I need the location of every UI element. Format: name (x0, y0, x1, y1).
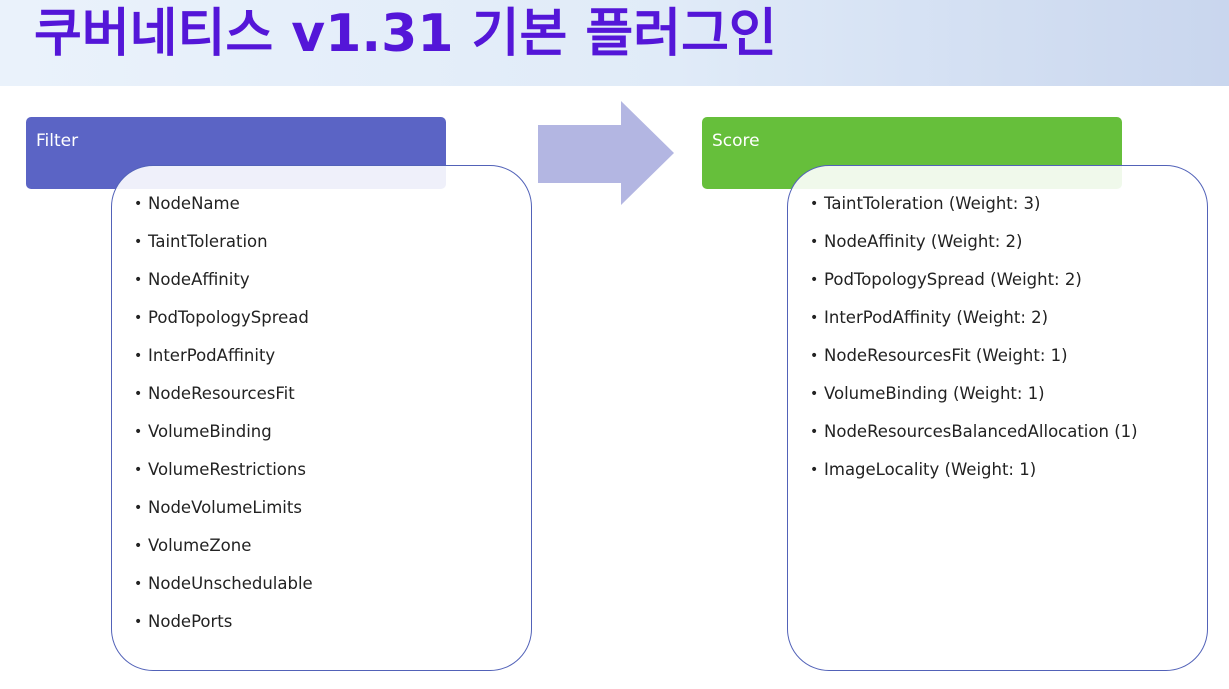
score-list-item: • TaintToleration (Weight: 3) (810, 193, 1138, 231)
bullet-icon: • (134, 424, 143, 440)
bullet-icon: • (134, 576, 143, 592)
filter-list-item: • TaintToleration (134, 231, 313, 269)
bullet-icon: • (134, 196, 143, 212)
score-plugin-list-card: • TaintToleration (Weight: 3) • NodeAffinit… (787, 165, 1208, 671)
score-plugin-name: NodeAffinity (Weight: 2) (824, 232, 1023, 251)
filter-plugin-name: NodeResourcesFit (148, 384, 295, 403)
filter-list-item: • NodeUnschedulable (134, 573, 313, 611)
filter-plugin-list: • NodeName • TaintToleration • NodeAffinity • P… (134, 193, 313, 649)
bullet-icon: • (810, 386, 819, 402)
score-plugin-name: PodTopologySpread (Weight: 2) (824, 270, 1082, 289)
bullet-icon: • (134, 500, 143, 516)
bullet-icon: • (810, 196, 819, 212)
bullet-icon: • (134, 462, 143, 478)
filter-plugin-name: InterPodAffinity (148, 346, 276, 365)
bullet-icon: • (134, 348, 143, 364)
filter-plugin-name: PodTopologySpread (148, 308, 309, 327)
filter-plugin-name: NodeUnschedulable (148, 574, 313, 593)
filter-list-item: • NodeName (134, 193, 313, 231)
filter-list-item: • NodeVolumeLimits (134, 497, 313, 535)
score-plugin-list: • TaintToleration (Weight: 3) • NodeAffinit… (810, 193, 1138, 497)
filter-plugin-name: VolumeZone (148, 536, 252, 555)
filter-list-item: • NodePorts (134, 611, 313, 649)
page-title: 쿠버네티스 v1.31 기본 플러그인 (34, 4, 777, 64)
filter-list-item: • VolumeBinding (134, 421, 313, 459)
bullet-icon: • (134, 386, 143, 402)
bullet-icon: • (134, 538, 143, 554)
score-list-item: • PodTopologySpread (Weight: 2) (810, 269, 1138, 307)
bullet-icon: • (134, 272, 143, 288)
title-banner: 쿠버네티스 v1.31 기본 플러그인 (0, 0, 1229, 86)
filter-list-item: • VolumeZone (134, 535, 313, 573)
filter-plugin-list-card: • NodeName • TaintToleration • NodeAffinity • P… (111, 165, 532, 671)
bullet-icon: • (810, 424, 819, 440)
score-list-item: • ImageLocality (Weight: 1) (810, 459, 1138, 497)
bullet-icon: • (810, 348, 819, 364)
score-list-item: • NodeResourcesFit (Weight: 1) (810, 345, 1138, 383)
score-plugin-name: NodeResourcesBalancedAllocation (1) (824, 422, 1138, 441)
filter-list-item: • PodTopologySpread (134, 307, 313, 345)
right-arrow-icon (538, 101, 674, 205)
bullet-icon: • (810, 272, 819, 288)
filter-plugin-name: NodeVolumeLimits (148, 498, 302, 517)
filter-header-label: Filter (36, 131, 79, 151)
filter-plugin-name: NodePorts (148, 612, 233, 631)
bullet-icon: • (810, 462, 819, 478)
bullet-icon: • (134, 614, 143, 630)
score-plugin-name: NodeResourcesFit (Weight: 1) (824, 346, 1068, 365)
score-plugin-name: TaintToleration (Weight: 3) (824, 194, 1041, 213)
filter-plugin-name: VolumeRestrictions (148, 460, 306, 479)
filter-list-item: • NodeAffinity (134, 269, 313, 307)
bullet-icon: • (810, 310, 819, 326)
filter-list-item: • VolumeRestrictions (134, 459, 313, 497)
bullet-icon: • (134, 234, 143, 250)
score-list-item: • VolumeBinding (Weight: 1) (810, 383, 1138, 421)
filter-plugin-name: TaintToleration (148, 232, 268, 251)
score-list-item: • InterPodAffinity (Weight: 2) (810, 307, 1138, 345)
score-plugin-name: VolumeBinding (Weight: 1) (824, 384, 1045, 403)
score-list-item: • NodeResourcesBalancedAllocation (1) (810, 421, 1138, 459)
score-header-label: Score (712, 131, 760, 151)
score-plugin-name: ImageLocality (Weight: 1) (824, 460, 1037, 479)
filter-list-item: • InterPodAffinity (134, 345, 313, 383)
filter-list-item: • NodeResourcesFit (134, 383, 313, 421)
filter-plugin-name: NodeName (148, 194, 240, 213)
filter-plugin-name: NodeAffinity (148, 270, 250, 289)
filter-plugin-name: VolumeBinding (148, 422, 272, 441)
score-plugin-name: InterPodAffinity (Weight: 2) (824, 308, 1049, 327)
bullet-icon: • (134, 310, 143, 326)
score-list-item: • NodeAffinity (Weight: 2) (810, 231, 1138, 269)
bullet-icon: • (810, 234, 819, 250)
